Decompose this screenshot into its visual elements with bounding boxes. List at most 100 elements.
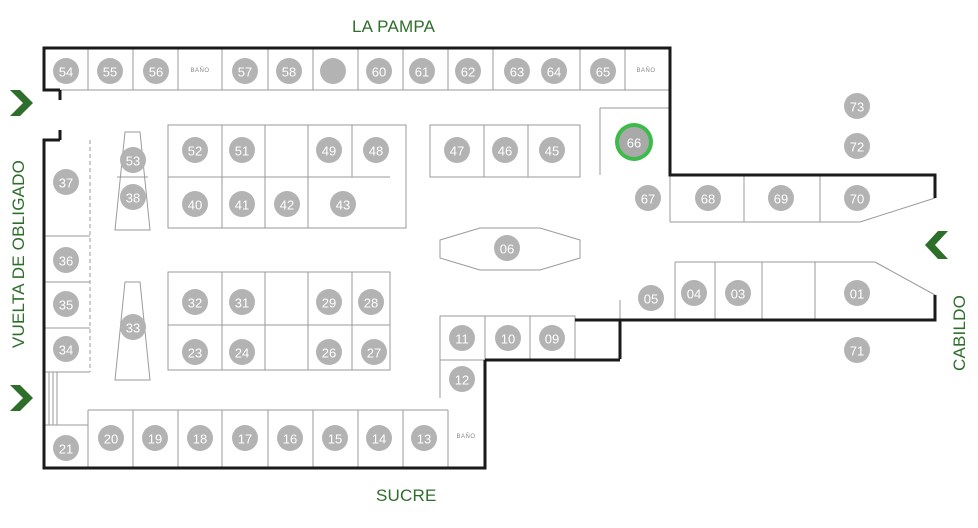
unit-number: 65	[596, 65, 610, 80]
unit-53[interactable]: 53	[120, 147, 146, 173]
unit-69[interactable]: 69	[768, 185, 794, 211]
unit-42[interactable]: 42	[274, 191, 300, 217]
unit-29[interactable]: 29	[316, 289, 342, 315]
unit-20[interactable]: 20	[98, 425, 124, 451]
unit-03[interactable]: 03	[725, 280, 751, 306]
unit-60[interactable]: 60	[366, 58, 392, 84]
unit-56[interactable]: 56	[143, 58, 169, 84]
unit-circle	[320, 58, 346, 84]
unit-circle	[361, 339, 387, 365]
unit-48[interactable]: 48	[363, 137, 389, 163]
unit-40[interactable]: 40	[182, 191, 208, 217]
unit-72[interactable]: 72	[844, 133, 870, 159]
unit-01[interactable]: 01	[844, 280, 870, 306]
unit-circle	[449, 325, 475, 351]
unit-66[interactable]: 66	[615, 123, 653, 161]
unit-number: 04	[687, 287, 701, 302]
unit-06[interactable]: 06	[494, 235, 520, 261]
unit-circle	[53, 247, 79, 273]
unit-67[interactable]: 67	[635, 185, 661, 211]
unit-11[interactable]: 11	[449, 325, 475, 351]
unit-circle	[276, 58, 302, 84]
unit-circle	[619, 127, 649, 157]
unit-12[interactable]: 12	[449, 366, 475, 392]
unit-26[interactable]: 26	[316, 339, 342, 365]
unit-circle	[277, 425, 303, 451]
unit-number: 57	[238, 65, 252, 80]
unit-number: 05	[644, 292, 658, 307]
unit-05[interactable]: 05	[638, 285, 664, 311]
unit-number: 13	[417, 432, 431, 447]
unit-45[interactable]: 45	[539, 137, 565, 163]
unit-73[interactable]: 73	[844, 93, 870, 119]
unit-35[interactable]: 35	[53, 291, 79, 317]
unit-circle	[539, 325, 565, 351]
unit-21[interactable]: 21	[53, 435, 79, 461]
unit-18[interactable]: 18	[187, 425, 213, 451]
unit-52[interactable]: 52	[182, 137, 208, 163]
unit-number: 14	[372, 432, 386, 447]
unit-38[interactable]: 38	[120, 184, 146, 210]
street-vuelta-de-obligado: VUELTA DE OBLIGADO	[9, 159, 28, 349]
unit-circle	[844, 337, 870, 363]
unit-circle	[492, 137, 518, 163]
unit-circle	[316, 339, 342, 365]
bathroom-label: BAÑO	[456, 433, 475, 440]
unit-circle	[681, 280, 707, 306]
unit-circle	[53, 58, 79, 84]
unit-41[interactable]: 41	[229, 191, 255, 217]
unit-number: 38	[126, 191, 140, 206]
unit-71[interactable]: 71	[844, 337, 870, 363]
unit-27[interactable]: 27	[361, 339, 387, 365]
unit-55[interactable]: 55	[97, 58, 123, 84]
unit-number: 23	[188, 346, 202, 361]
unit-54[interactable]: 54	[53, 58, 79, 84]
unit-markers: 54 55 56 57 58 60 61 62 63 64 65 52 51 49 48 47 46 45 40 41…	[53, 58, 870, 461]
unit-circle	[53, 336, 79, 362]
unit-63[interactable]: 63	[504, 58, 530, 84]
unit-70[interactable]: 70	[844, 185, 870, 211]
unit-23[interactable]: 23	[182, 339, 208, 365]
unit-number: 19	[148, 432, 162, 447]
bathroom-label: BAÑO	[636, 67, 655, 74]
unit-62[interactable]: 62	[455, 58, 481, 84]
unit-number: 31	[235, 296, 249, 311]
unit-51[interactable]: 51	[229, 137, 255, 163]
unit-09[interactable]: 09	[539, 325, 565, 351]
unit-number: 55	[103, 65, 117, 80]
unit-unlabeled[interactable]	[320, 58, 346, 84]
unit-13[interactable]: 13	[411, 425, 437, 451]
unit-32[interactable]: 32	[182, 289, 208, 315]
unit-partitions	[44, 48, 936, 468]
unit-64[interactable]: 64	[541, 58, 567, 84]
unit-49[interactable]: 49	[316, 137, 342, 163]
unit-19[interactable]: 19	[142, 425, 168, 451]
unit-number: 16	[283, 432, 297, 447]
unit-34[interactable]: 34	[53, 336, 79, 362]
unit-17[interactable]: 17	[232, 425, 258, 451]
unit-10[interactable]: 10	[495, 325, 521, 351]
unit-16[interactable]: 16	[277, 425, 303, 451]
unit-33[interactable]: 33	[120, 314, 146, 340]
unit-14[interactable]: 14	[366, 425, 392, 451]
unit-15[interactable]: 15	[322, 425, 348, 451]
unit-47[interactable]: 47	[444, 137, 470, 163]
unit-36[interactable]: 36	[53, 247, 79, 273]
unit-circle	[232, 425, 258, 451]
unit-61[interactable]: 61	[409, 58, 435, 84]
unit-number: 49	[322, 144, 336, 159]
unit-24[interactable]: 24	[229, 339, 255, 365]
unit-31[interactable]: 31	[229, 289, 255, 315]
unit-58[interactable]: 58	[276, 58, 302, 84]
unit-46[interactable]: 46	[492, 137, 518, 163]
bathroom-label: BAÑO	[190, 67, 209, 74]
unit-circle	[187, 425, 213, 451]
unit-28[interactable]: 28	[358, 289, 384, 315]
unit-68[interactable]: 68	[695, 185, 721, 211]
unit-57[interactable]: 57	[232, 58, 258, 84]
unit-65[interactable]: 65	[590, 58, 616, 84]
unit-circle	[768, 185, 794, 211]
unit-43[interactable]: 43	[330, 191, 356, 217]
unit-37[interactable]: 37	[53, 169, 79, 195]
unit-04[interactable]: 04	[681, 280, 707, 306]
